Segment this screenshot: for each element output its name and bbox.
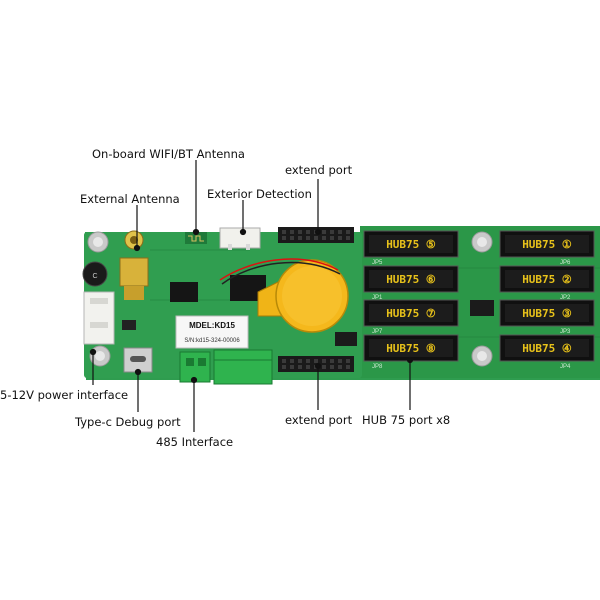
- hub75-port-slot: [505, 235, 589, 253]
- type-c-port: [123, 347, 153, 373]
- model-label: MDEL:KD15: [189, 321, 235, 330]
- label-hub75-ports: HUB 75 port x8: [362, 413, 451, 427]
- hub75-port-slot: [369, 235, 453, 253]
- jumper-label: JP8: [372, 364, 383, 370]
- jumper-label: JP3: [560, 329, 571, 335]
- hub75-port-slot: [505, 270, 589, 288]
- hub75-port-label: HUB75 ⑦: [386, 307, 436, 320]
- svg-text:C: C: [92, 273, 97, 280]
- hub75-port-slot: [505, 339, 589, 357]
- exterior-detection-connector: [219, 227, 261, 250]
- hub75-port-label: HUB75 ④: [522, 342, 572, 355]
- jumper-label: JP4: [560, 364, 571, 370]
- extend-port-top-header: [278, 227, 354, 243]
- hub75-port-slot: [369, 339, 453, 357]
- label-power-interface: 5-12V power interface: [0, 388, 129, 402]
- hub75-port-label: HUB75 ⑧: [386, 342, 436, 355]
- battery-holder: [219, 258, 349, 333]
- hub75-port-label: HUB75 ⑥: [386, 273, 436, 286]
- hub75-port-label: HUB75 ⑤: [386, 238, 436, 251]
- hub75-port-label: HUB75 ③: [522, 307, 572, 320]
- hub75-port: HUB75 ① JP6: [499, 230, 595, 266]
- jumper-label: JP7: [372, 329, 383, 335]
- label-external-antenna: External Antenna: [80, 192, 180, 206]
- terminal-block-power: [213, 349, 273, 385]
- hub75-port: HUB75 ④ JP4: [499, 334, 595, 370]
- label-extend-port-top: extend port: [285, 163, 353, 177]
- callout-lines: [89, 160, 414, 432]
- jumper-label: JP6: [560, 260, 571, 266]
- label-exterior-detection: Exterior Detection: [207, 187, 312, 201]
- power-connector: [83, 291, 115, 345]
- jumper-label: JP5: [372, 260, 383, 266]
- hub75-port: HUB75 ⑤ JP5: [363, 230, 459, 266]
- label-type-c: Type-c Debug port: [75, 415, 181, 429]
- serial-label: S/N:kd15-324-00006: [184, 338, 240, 344]
- hub75-port-slot: [505, 304, 589, 322]
- hub75-port-slot: [369, 304, 453, 322]
- terminal-block-485: [179, 351, 211, 383]
- hub75-port-label: HUB75 ②: [522, 273, 572, 286]
- hub75-port: HUB75 ② JP2: [499, 265, 595, 301]
- model-sticker: MDEL:KD15 S/N:kd15-324-00006: [175, 315, 249, 349]
- sma-connector: [119, 230, 149, 300]
- hub75-port: HUB75 ⑥ JP1: [363, 265, 459, 301]
- hub75-port-slot: [369, 270, 453, 288]
- label-extend-port-bottom: extend port: [285, 413, 353, 427]
- chips: [122, 275, 494, 346]
- onboard-antenna: [185, 232, 207, 244]
- jumper-label: JP1: [372, 295, 383, 301]
- hub75-port: HUB75 ③ JP3: [499, 299, 595, 335]
- hub75-port: HUB75 ⑧ JP8: [363, 334, 459, 370]
- label-485-interface: 485 Interface: [156, 435, 234, 449]
- jumper-label: JP2: [560, 295, 571, 301]
- label-wifi-antenna: On-board WIFI/BT Antenna: [92, 147, 245, 161]
- capacitor: C: [82, 261, 108, 287]
- hub75-port: HUB75 ⑦ JP7: [363, 299, 459, 335]
- hub75-port-label: HUB75 ①: [522, 238, 572, 251]
- mounting-holes: [87, 231, 493, 367]
